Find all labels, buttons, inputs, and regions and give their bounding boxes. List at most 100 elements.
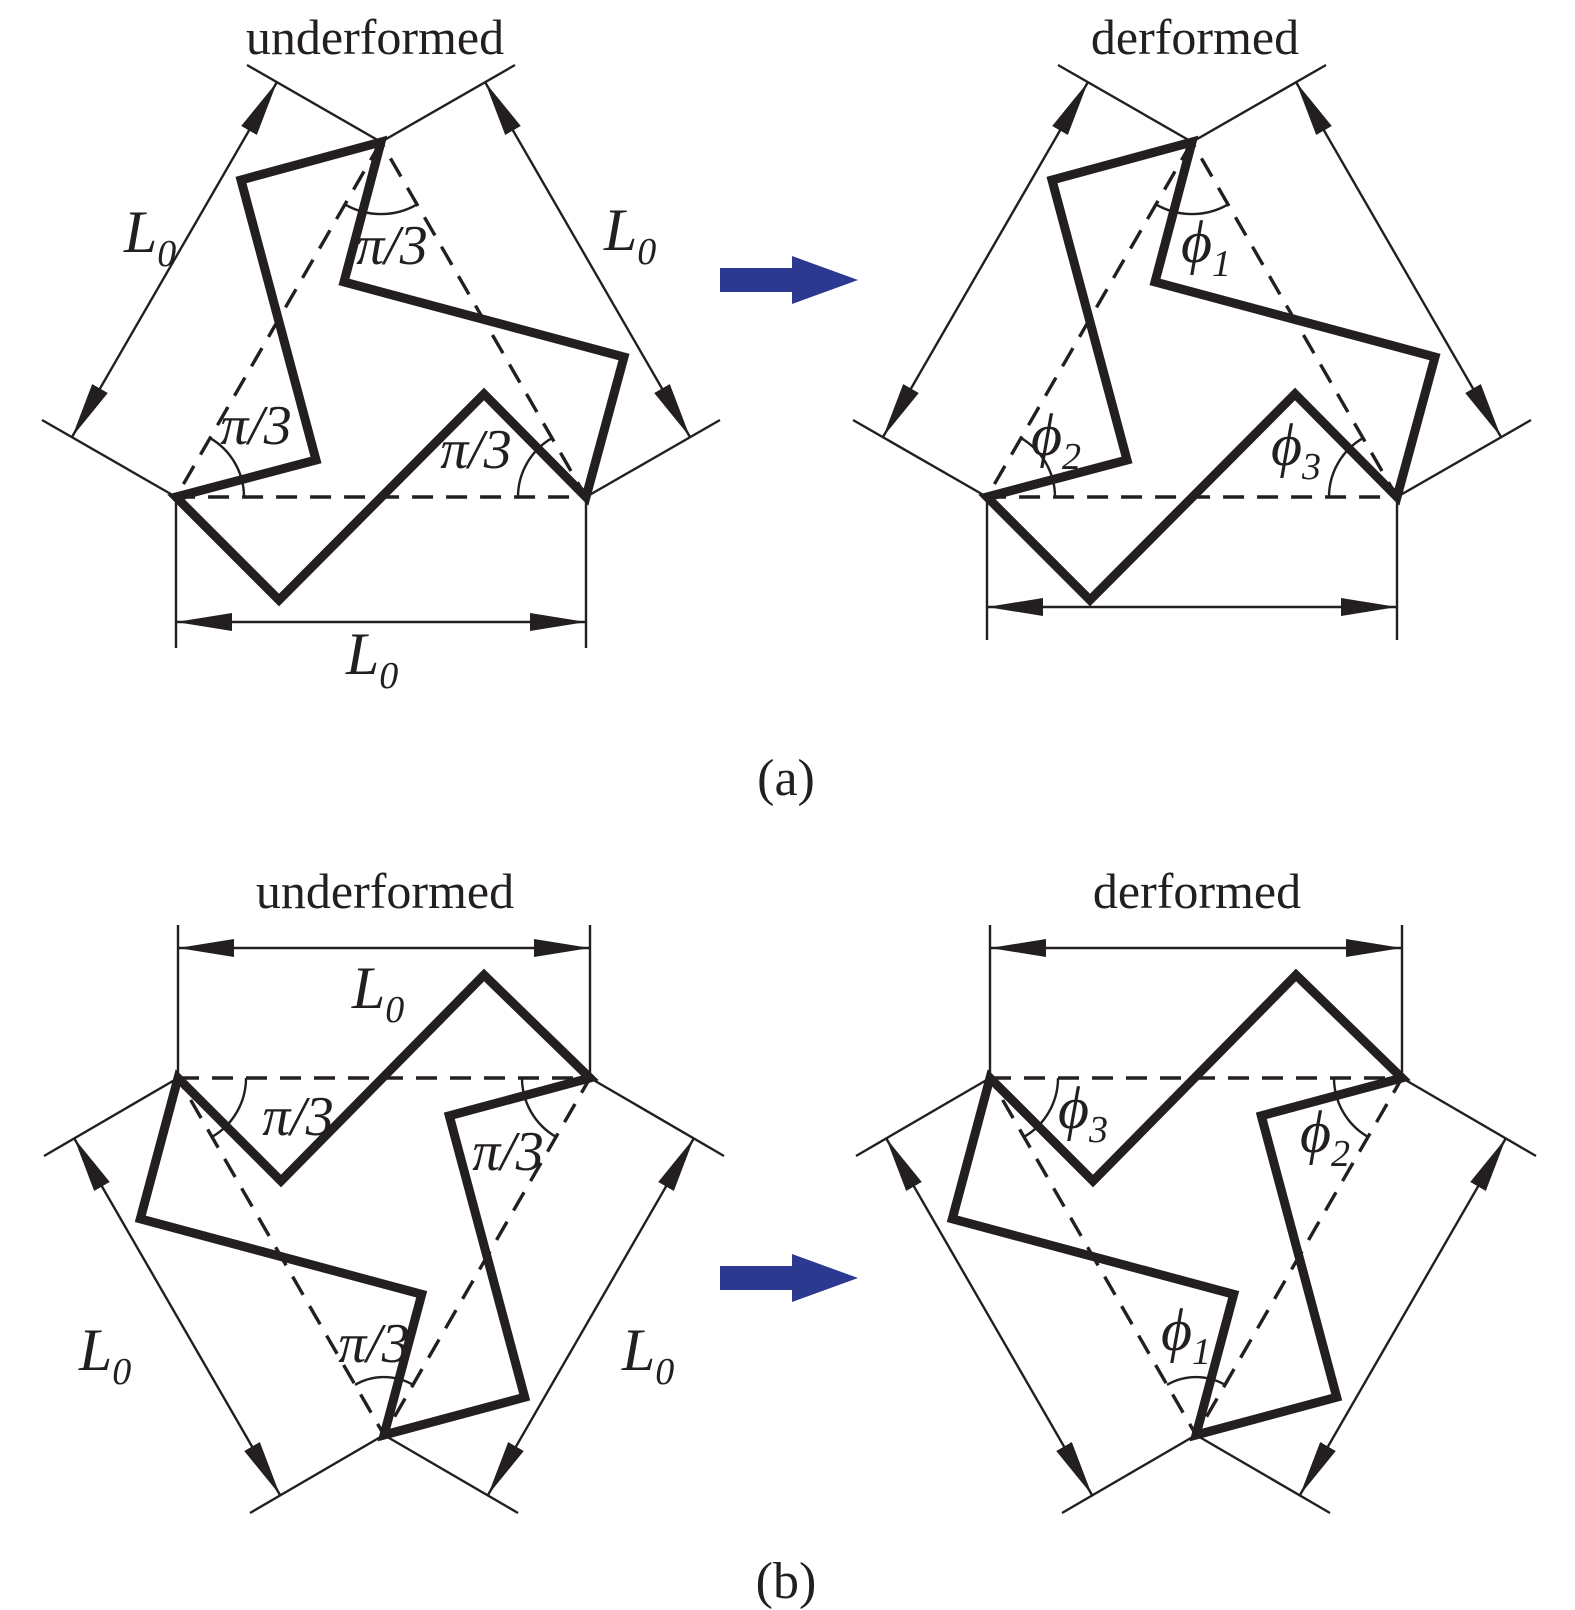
dimension-arrows (72, 939, 696, 1496)
dimension-arrows (70, 81, 692, 631)
witness-line (1191, 63, 1327, 144)
angle-label-top-right: ϕ2 (1300, 1099, 1350, 1175)
witness-line (1401, 1076, 1537, 1158)
length-symbol: L (351, 955, 385, 1021)
phi-subscript: 3 (1301, 446, 1321, 488)
dimension-arrow-left (884, 1137, 1094, 1496)
angle-label-top-left: π/3 (262, 1086, 334, 1148)
length-label-right: L0 (603, 197, 656, 273)
dimension-arrow-left (881, 81, 1090, 438)
witness-line (852, 418, 988, 499)
phi-symbol: ϕ (1181, 209, 1212, 275)
angle-arc-bottom-left (209, 437, 246, 498)
length-subscript: 0 (379, 655, 398, 697)
length-symbol: L (621, 1317, 655, 1383)
dimension-arrow-left (70, 81, 279, 438)
phi-symbol: ϕ (1031, 402, 1062, 468)
angle-arc-top (344, 203, 418, 216)
angle-label-bottom-left: ϕ2 (1031, 402, 1081, 478)
angle-arc-top-left (211, 1077, 248, 1138)
caption-a: (a) (757, 750, 815, 807)
length-symbol: L (123, 199, 157, 265)
length-label-right: L0 (621, 1317, 674, 1393)
transform-arrow-b (720, 1254, 858, 1302)
witness-line (1061, 1433, 1197, 1515)
extension-lines (852, 63, 1532, 640)
length-label-top: L0 (351, 955, 404, 1031)
panel-b-undeformed: underformed L0 π/3 π/3 π/3 L0 L0 (43, 863, 725, 1515)
phi-symbol: ϕ (1161, 1297, 1192, 1363)
angle-arc-top (1155, 203, 1229, 216)
angle-arc-bottom-right (1327, 437, 1364, 498)
witness-line (383, 1433, 519, 1515)
transform-arrow-a (720, 256, 858, 304)
length-subscript: 0 (385, 989, 404, 1031)
phi-subscript: 2 (1062, 436, 1081, 478)
length-label-left: L0 (78, 1317, 131, 1393)
dimension-arrow-right (486, 1137, 696, 1496)
extension-lines (41, 63, 721, 648)
witness-line (1195, 1433, 1331, 1515)
angle-arcs (1023, 1077, 1369, 1386)
panel-b-undeformed-title: underformed (256, 863, 514, 919)
dimension-arrow-right (1294, 81, 1503, 438)
phi-subscript: 1 (1192, 1331, 1211, 1373)
panel-a-undeformed: underformed π/3 π/3 π/3 L0 (41, 9, 721, 697)
length-subscript: 0 (157, 233, 176, 275)
angle-label-bottom-right: ϕ3 (1271, 412, 1321, 488)
angle-arc-bottom (354, 1375, 414, 1386)
length-subscript: 0 (637, 231, 656, 273)
angle-label-top: π/3 (356, 215, 428, 277)
witness-line (246, 63, 382, 144)
angle-arcs (1020, 203, 1364, 498)
dimension-arrows (884, 939, 1508, 1496)
witness-line (585, 418, 721, 499)
panel-a-deformed-title: derformed (1091, 9, 1299, 65)
zigzag-bars (978, 135, 1441, 607)
zigzag-bars (134, 968, 599, 1442)
angle-label-bottom: ϕ1 (1161, 1297, 1211, 1373)
phi-symbol: ϕ (1300, 1099, 1331, 1165)
witness-line (855, 1076, 991, 1158)
phi-symbol: ϕ (1058, 1075, 1089, 1141)
zigzag-bars (167, 135, 630, 607)
phi-subscript: 3 (1088, 1109, 1108, 1151)
length-subscript: 0 (112, 1351, 131, 1393)
panel-b-deformed-title: derformed (1093, 863, 1301, 919)
angle-label-bottom-right: π/3 (440, 419, 512, 481)
phi-subscript: 2 (1331, 1133, 1350, 1175)
angle-arc-top-right (1332, 1077, 1369, 1138)
caption-b: (b) (756, 1553, 817, 1610)
phi-symbol: ϕ (1271, 412, 1302, 478)
dimension-arrow-right (1298, 1137, 1508, 1496)
angle-arcs (211, 1077, 557, 1386)
dimension-arrow-left (72, 1137, 282, 1496)
witness-line (43, 1076, 179, 1158)
witness-line (41, 418, 177, 499)
witness-line (589, 1076, 725, 1158)
angle-arc-bottom-right (516, 437, 553, 498)
angle-arc-bottom-left (1020, 437, 1057, 498)
angle-arcs (209, 203, 553, 498)
length-symbol: L (603, 197, 637, 263)
zigzag-bars (946, 968, 1411, 1442)
length-label-bottom: L0 (345, 621, 398, 697)
angle-label-bottom: π/3 (338, 1313, 410, 1375)
angle-label-top-right: π/3 (472, 1121, 544, 1183)
panel-a-undeformed-title: underformed (246, 9, 504, 65)
dashed-triangle (987, 1076, 1405, 1439)
length-symbol: L (78, 1317, 112, 1383)
witness-line (380, 63, 516, 144)
angle-arc-top-left (1023, 1077, 1060, 1138)
angle-arc-bottom (1166, 1375, 1226, 1386)
dimension-arrows (881, 81, 1503, 616)
length-label-left: L0 (123, 199, 176, 275)
witness-line (249, 1433, 385, 1515)
length-subscript: 0 (655, 1351, 674, 1393)
witness-line (1396, 418, 1532, 499)
panel-b-deformed: derformed ϕ3 ϕ2 ϕ1 (855, 863, 1537, 1515)
angle-label-top: ϕ1 (1181, 209, 1231, 285)
phi-subscript: 1 (1212, 243, 1231, 285)
